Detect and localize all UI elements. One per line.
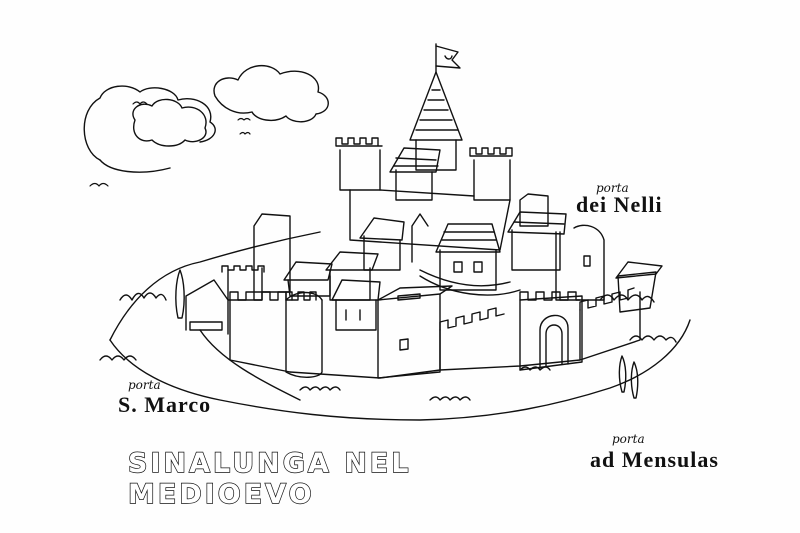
birds (89, 101, 251, 187)
illustration-title: SINALUNGA NEL MEDIOEVO (127, 447, 412, 510)
houses (185, 147, 663, 401)
hill (99, 231, 691, 421)
front-round-tower (285, 291, 323, 378)
gate-marco-prefix: porta (128, 378, 161, 392)
gate-nelli-name: dei Nelli (576, 192, 663, 217)
front-square-tower (377, 285, 453, 379)
clouds (83, 65, 329, 173)
gate-mensulas-name: ad Mensulas (590, 447, 719, 472)
gate-nelli-prefix: porta (596, 181, 629, 195)
gate-mensulas-prefix: porta (612, 432, 645, 446)
gate-marco-name: S. Marco (118, 392, 212, 417)
central-keep (335, 43, 513, 251)
outer-walls (229, 287, 641, 379)
gate-tower-mensulas (519, 291, 583, 371)
